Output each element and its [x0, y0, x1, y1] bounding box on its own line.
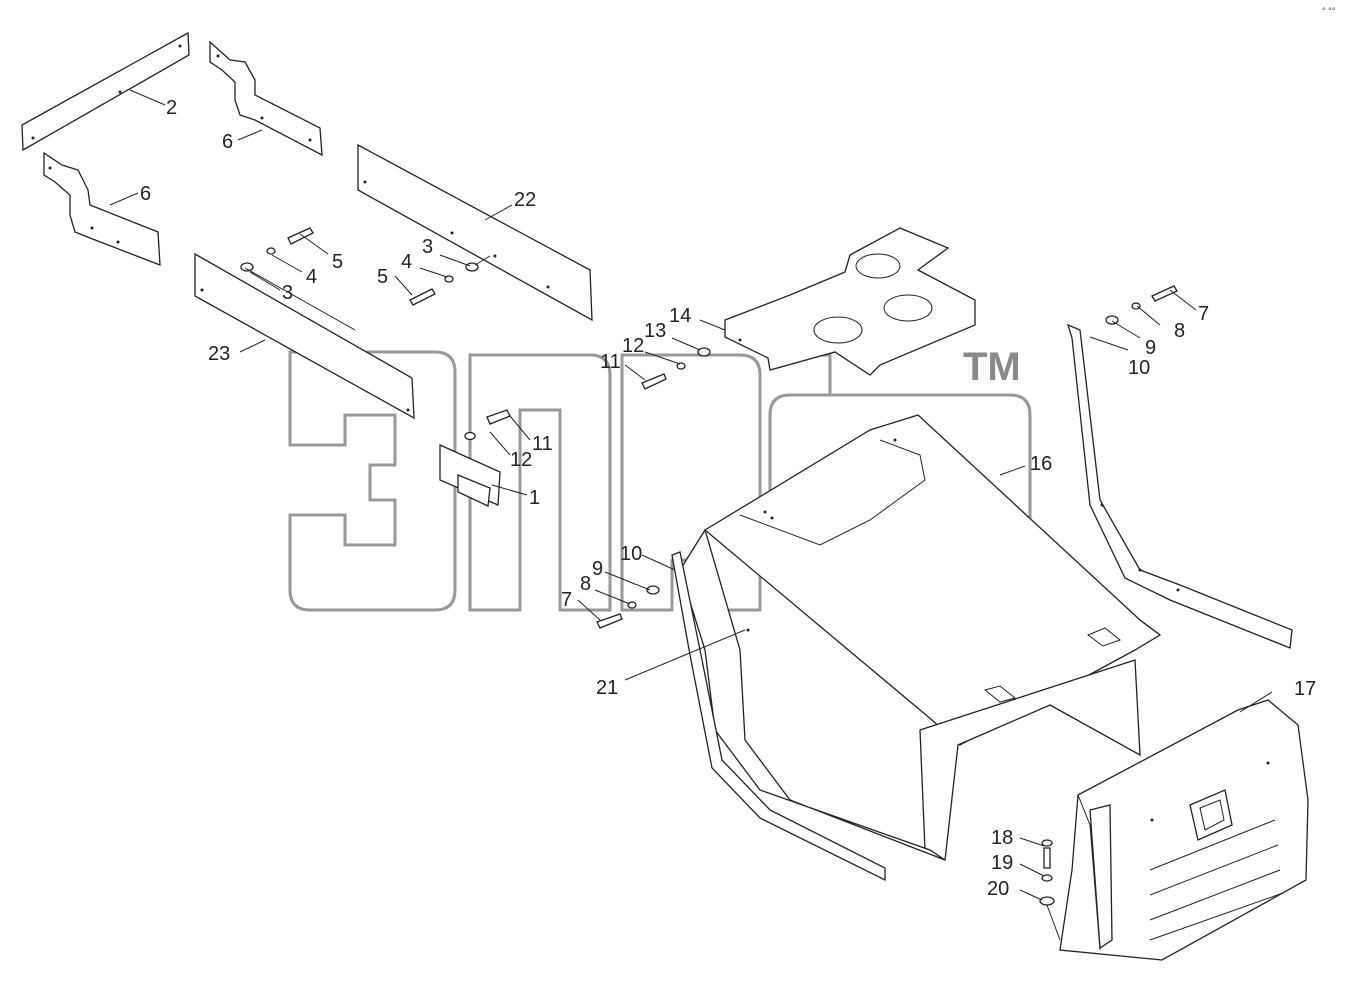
callout-11-lower: 11 [532, 433, 553, 455]
part-10-strip-right [1066, 323, 1293, 649]
callout-7-left: 7 [561, 589, 572, 611]
callout-1: 1 [529, 487, 540, 509]
callout-4-left: 4 [306, 266, 317, 288]
callout-6-upper: 6 [222, 131, 233, 153]
callout-11-upper: 11 [600, 351, 621, 373]
fastener-set-left-strip [596, 585, 660, 629]
callout-7-right: 7 [1198, 303, 1209, 325]
fastener-set-left [240, 227, 356, 331]
fastener-set-mid [409, 255, 491, 306]
callout-12-upper: 12 [622, 335, 644, 357]
trademark-symbol: TM [963, 345, 1021, 389]
callout-9-right: 9 [1145, 337, 1156, 359]
fastener-set-14 [641, 347, 711, 390]
callout-8-left: 8 [580, 573, 591, 595]
part-2-plate [21, 31, 190, 152]
callout-14: 14 [669, 305, 691, 327]
callout-23: 23 [208, 343, 230, 365]
callout-18: 18 [991, 827, 1013, 849]
part-22-plate [357, 143, 593, 322]
callout-16: 16 [1030, 453, 1052, 475]
callout-13: 13 [644, 320, 666, 342]
callout-4-mid: 4 [401, 251, 412, 273]
leader-lines [109, 89, 1273, 901]
callout-8-right: 8 [1174, 320, 1185, 342]
callout-2: 2 [166, 97, 177, 119]
callout-6-lower: 6 [140, 183, 151, 205]
callout-10-right: 10 [1128, 357, 1150, 379]
fastener-set-grille [1039, 839, 1061, 941]
part-17-grille [1059, 699, 1309, 961]
part-6-bracket-upper [209, 40, 323, 157]
part-6-bracket-lower [43, 151, 161, 266]
callout-5-left: 5 [332, 251, 343, 273]
callout-3-mid: 3 [422, 236, 433, 258]
callout-22: 22 [514, 189, 536, 211]
callout-17: 17 [1294, 678, 1316, 700]
callout-3-left: 3 [282, 282, 293, 304]
callout-19: 19 [991, 852, 1013, 874]
callout-9-left: 9 [592, 558, 603, 580]
callout-labels: 2 6 6 22 5 4 3 5 4 3 23 14 13 12 11 11 1… [140, 97, 1316, 900]
part-1-bracket [439, 409, 511, 507]
part-16-hood [703, 414, 1162, 861]
fastener-set-right-strip [1105, 285, 1178, 325]
callout-10-left: 10 [620, 543, 642, 565]
part-10-strip-left [671, 551, 886, 882]
callout-20: 20 [987, 878, 1009, 900]
callout-21: 21 [596, 677, 618, 699]
part-21-side-panel [679, 528, 946, 861]
callout-5-mid: 5 [377, 266, 388, 288]
part-23-plate [194, 252, 415, 420]
watermark: TM [288, 345, 1032, 612]
corner-mark: ° °° [1322, 6, 1336, 16]
part-14-top-plate [724, 227, 976, 376]
callout-12-lower: 12 [510, 449, 532, 471]
